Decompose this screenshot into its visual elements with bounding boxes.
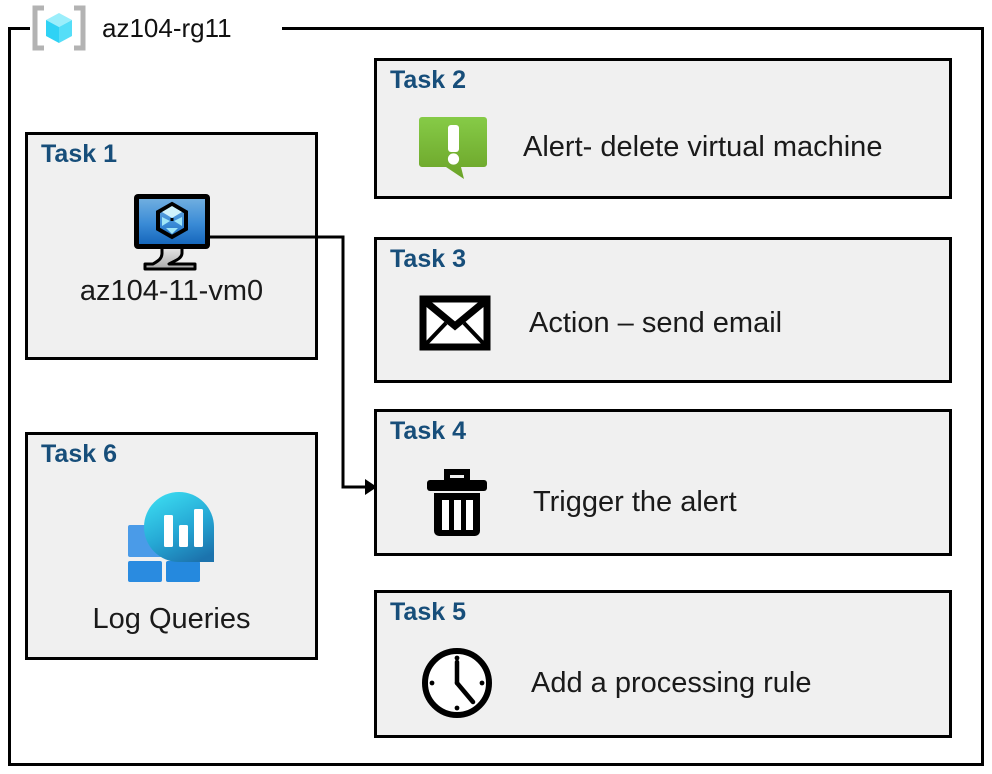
trash-can-icon xyxy=(423,464,491,540)
task-2-box[interactable]: Task 2 Alert- delete virtual machine xyxy=(374,58,952,199)
task-4-content-row: Trigger the alert xyxy=(377,464,949,540)
task-2-content-row: Alert- delete virtual machine xyxy=(377,113,949,181)
resource-group-frame xyxy=(8,27,984,766)
task-1-box[interactable]: Task 1 xyxy=(25,132,318,360)
resource-group-label: az104-rg11 xyxy=(102,12,232,43)
task-6-caption: Log Queries xyxy=(92,603,251,635)
log-analytics-icon xyxy=(118,485,226,585)
task-3-text: Action – send email xyxy=(529,306,783,339)
task-4-title: Task 4 xyxy=(390,417,466,445)
task-6-icon-row xyxy=(28,485,315,585)
envelope-icon xyxy=(419,295,491,351)
task-2-title: Task 2 xyxy=(390,66,466,94)
task-5-text: Add a processing rule xyxy=(531,666,812,699)
alert-speech-bubble-icon xyxy=(417,113,489,181)
task-6-title: Task 6 xyxy=(41,440,117,468)
task-1-title: Task 1 xyxy=(41,140,117,168)
task-5-content-row: Add a processing rule xyxy=(377,645,949,721)
task-1-icon-row xyxy=(28,191,315,271)
task-5-title: Task 5 xyxy=(390,598,466,626)
task-5-box[interactable]: Task 5 Add a processing rule xyxy=(374,590,952,738)
resource-group-label-gap xyxy=(30,18,282,38)
task-1-caption: az104-11-vm0 xyxy=(79,275,264,307)
clock-icon xyxy=(419,645,495,721)
resource-group-header: az104-rg11 xyxy=(30,4,232,52)
task-6-box[interactable]: Task 6 xyxy=(25,432,318,660)
task-4-text: Trigger the alert xyxy=(533,485,737,518)
task-4-box[interactable]: Task 4 Trigger the alert xyxy=(374,409,952,556)
task-3-title: Task 3 xyxy=(390,245,466,273)
virtual-machine-monitor-icon xyxy=(128,191,216,271)
task-3-content-row: Action – send email xyxy=(377,295,949,351)
task-3-box[interactable]: Task 3 Action – send email xyxy=(374,237,952,383)
task-2-text: Alert- delete virtual machine xyxy=(523,130,883,163)
resource-group-cube-icon xyxy=(30,5,88,51)
